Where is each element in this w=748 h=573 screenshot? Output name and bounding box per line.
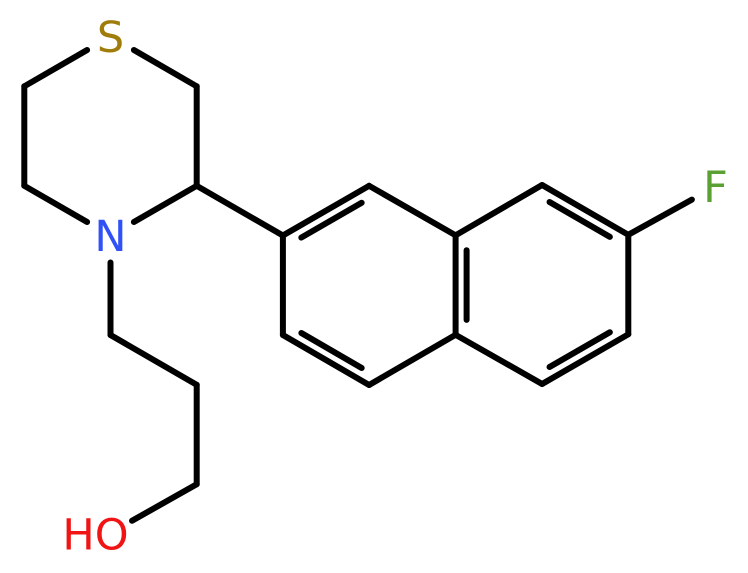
bond (130, 47, 200, 90)
bond (298, 329, 365, 371)
bond (298, 199, 365, 241)
bond (366, 182, 459, 239)
label-layer: S N F HO (62, 13, 728, 560)
bond (21, 47, 91, 90)
atom-label-fluorine: F (703, 163, 728, 213)
bond-layer (21, 47, 695, 524)
bond (279, 332, 373, 388)
bond (452, 182, 546, 239)
atom-label-nitrogen: N (94, 212, 126, 262)
atom-label-hydroxyl: HO (62, 510, 128, 560)
bond (21, 182, 91, 226)
bond (625, 196, 695, 238)
bond (539, 182, 632, 238)
bond (366, 331, 459, 388)
bond (193, 182, 286, 239)
bond (539, 331, 632, 387)
bond (546, 329, 613, 371)
bond (279, 182, 373, 239)
bond (130, 182, 200, 226)
bond (107, 332, 200, 388)
bond (129, 481, 200, 524)
atom-label-sulfur: S (97, 13, 124, 63)
bond (452, 331, 546, 387)
bond (546, 198, 613, 240)
